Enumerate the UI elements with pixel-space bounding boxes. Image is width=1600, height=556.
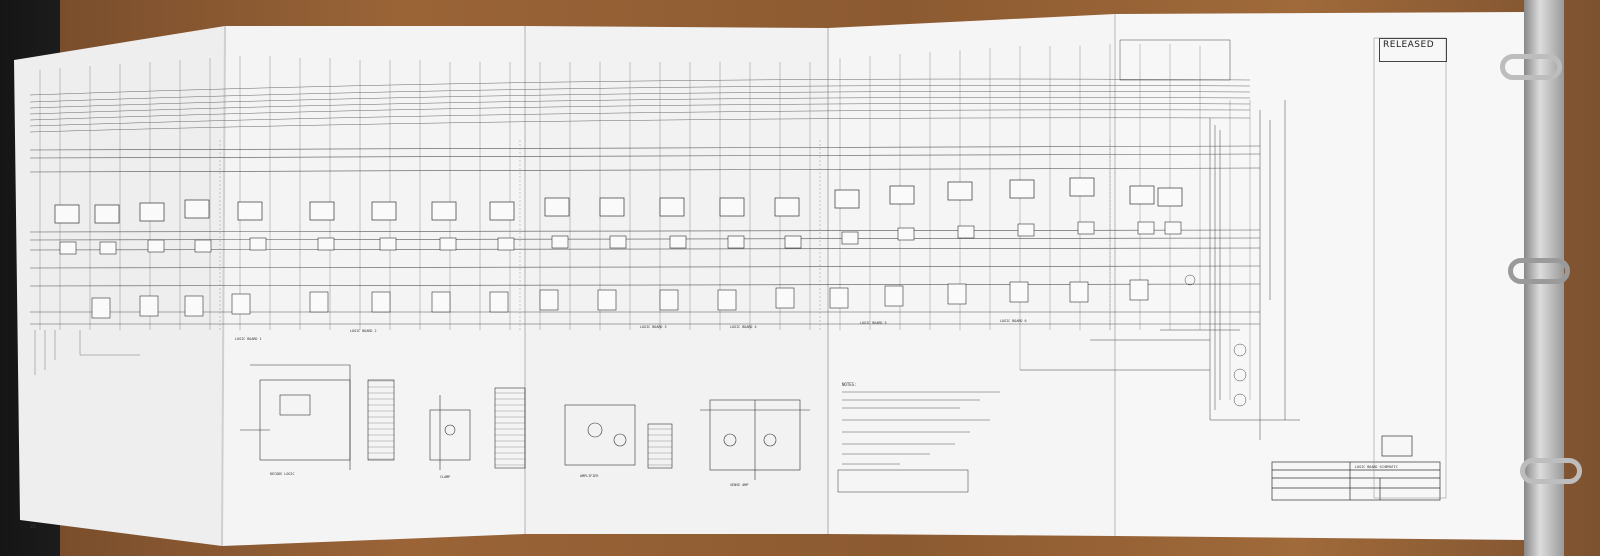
board-label-2: LOGIC BOARD 2: [350, 329, 377, 333]
ic-row-top: [54, 177, 1183, 224]
subcircuit-label-decode: DECODE LOGIC: [270, 472, 295, 476]
subcircuit-label-sense: SENSE AMP: [730, 483, 748, 487]
page-number: 26: [30, 524, 36, 530]
ic-row-bottom: [91, 279, 1149, 319]
released-stamp-text: RELEASED: [1383, 40, 1435, 50]
subcircuit-sense: [700, 399, 810, 480]
board-label-5: LOGIC BOARD 5: [860, 321, 887, 325]
subcircuit-amp: [564, 404, 673, 469]
left-outputs: [34, 330, 140, 375]
subcircuit-label-clamp: CLAMP: [440, 475, 450, 479]
title-block-title: LOGIC BOARD SCHEMATIC: [1355, 465, 1398, 469]
drop-lines: [39, 44, 1251, 400]
output-column: [1020, 39, 1300, 440]
released-stamp: RELEASED: [1379, 38, 1447, 62]
ic-row-middle: [59, 221, 1182, 255]
notes-heading: NOTES:: [842, 382, 856, 387]
board-label-4: LOGIC BOARD 4: [730, 325, 757, 329]
board-label-1: LOGIC BOARD 1: [235, 337, 262, 341]
binder-ring-top: [1500, 54, 1562, 80]
title-block: [1271, 435, 1441, 501]
panel-2: [222, 26, 525, 546]
binder-ring-bottom: [1520, 458, 1582, 484]
panel-3: [525, 26, 828, 534]
subcircuit-label-amp: AMPLIFIER: [580, 474, 599, 478]
top-bus: [29, 78, 1251, 133]
horizontal-rails: [29, 145, 1261, 325]
board-label-3: LOGIC BOARD 3: [640, 325, 667, 329]
panel-4: [828, 14, 1115, 536]
board-label-6: LOGIC BOARD 6: [1000, 319, 1027, 323]
binder-ring-middle: [1508, 258, 1570, 284]
panel-5: [1115, 12, 1528, 540]
subcircuit-decode: [240, 364, 395, 470]
subcircuit-clamp: [429, 387, 526, 470]
notes-lines: [837, 391, 1000, 493]
